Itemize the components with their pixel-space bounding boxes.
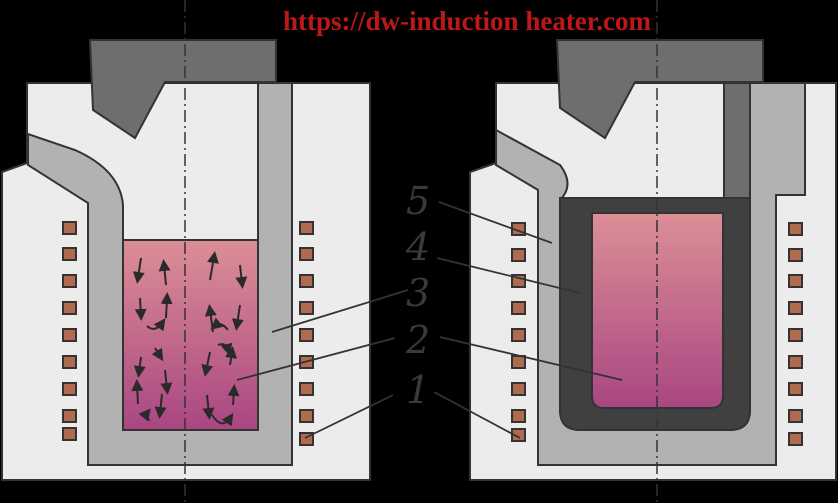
stir-arrows xyxy=(131,251,248,427)
center-axes xyxy=(184,0,658,503)
label-2: 2 xyxy=(405,318,430,362)
refractory-lining xyxy=(27,82,293,466)
part-labels: 1 2 3 4 5 xyxy=(405,179,430,412)
left-furnace xyxy=(1,39,371,481)
crucible-upper-wall xyxy=(723,82,751,199)
watermark: https://dw-induction heater.com xyxy=(283,6,652,36)
lid xyxy=(88,39,277,140)
label-1: 1 xyxy=(406,368,430,412)
label-3: 3 xyxy=(406,271,430,315)
label-4: 4 xyxy=(405,225,430,269)
leader-lines xyxy=(236,201,623,439)
lid xyxy=(555,39,764,140)
melt xyxy=(122,239,259,431)
label-5: 5 xyxy=(406,179,430,223)
induction-coils xyxy=(62,221,803,446)
right-furnace xyxy=(469,39,837,481)
